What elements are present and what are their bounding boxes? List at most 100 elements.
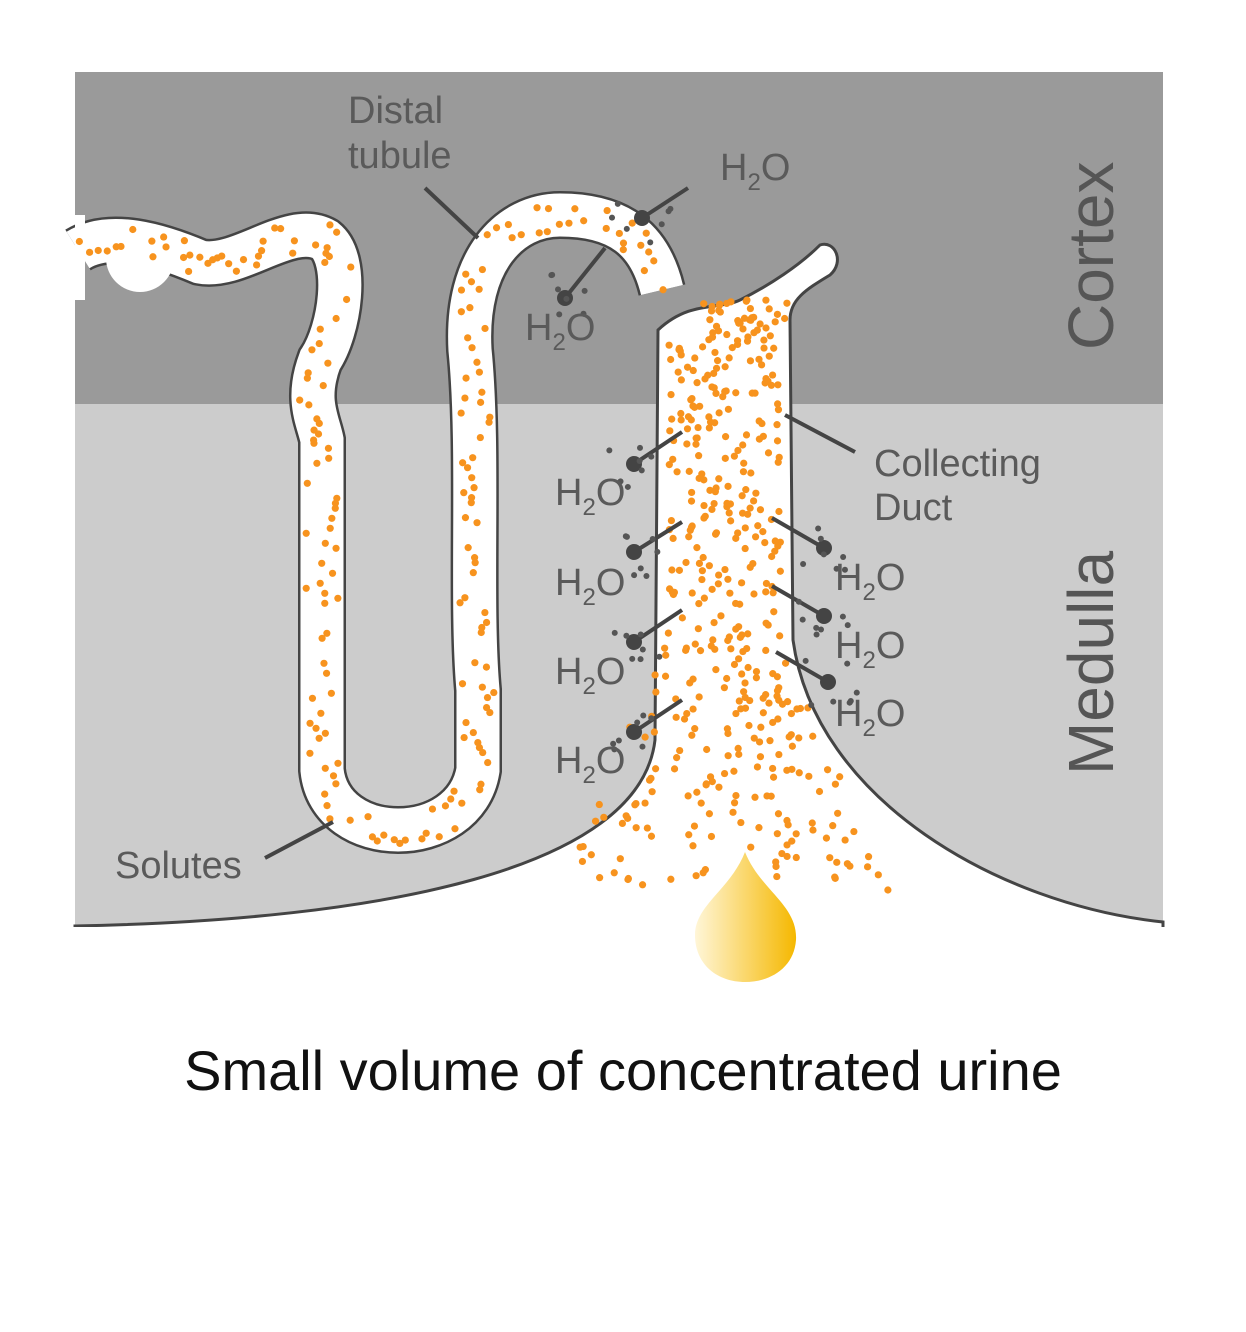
solute-dot [689, 366, 697, 375]
solute-dot [678, 614, 686, 622]
solute-dot [700, 476, 708, 484]
solute-dot [709, 636, 717, 644]
water-molecule-dot [853, 689, 860, 696]
solute-dot [703, 745, 711, 754]
water-molecule-dot [636, 444, 643, 451]
solute-dot [712, 529, 721, 537]
solute-dot [313, 459, 321, 467]
solute-dot [757, 361, 766, 369]
water-molecule-dot [563, 295, 570, 302]
solute-dot [254, 252, 263, 260]
solute-dot [632, 824, 640, 832]
solute-dot [773, 310, 782, 318]
solute-dot [738, 492, 746, 500]
solute-dot [745, 721, 753, 730]
solute-dot [730, 767, 738, 775]
solute-dot [708, 585, 716, 593]
solute-dot [324, 359, 332, 367]
solute-dot [826, 854, 834, 862]
solute-dot [186, 251, 194, 259]
water-molecule-dot [623, 533, 630, 540]
solute-dot [756, 506, 765, 514]
solute-dot [543, 228, 551, 236]
solute-dot [708, 302, 716, 311]
solute-dot [380, 831, 388, 839]
solute-dot [757, 723, 765, 731]
solute-dot [771, 537, 779, 545]
solute-dot [637, 241, 645, 249]
solute-dot [315, 419, 323, 427]
solute-dot [435, 833, 443, 841]
solutes-label: Solutes [115, 845, 242, 887]
solute-dot [332, 544, 340, 552]
solute-dot [457, 409, 465, 417]
water-molecule-dot [606, 447, 613, 454]
water-channel-end [816, 608, 832, 624]
water-molecule-dot [844, 622, 851, 629]
solute-dot [94, 246, 102, 255]
solute-dot [624, 814, 632, 822]
solute-dot [772, 862, 780, 871]
solute-dot [729, 808, 737, 816]
solute-dot [308, 694, 317, 702]
solute-dot [643, 824, 651, 832]
water-molecule-dot [817, 535, 824, 542]
solute-dot [765, 305, 773, 313]
solute-dot [364, 813, 372, 821]
solute-dot [774, 400, 782, 408]
solute-dot [693, 788, 701, 796]
distal-label-1: Distal [348, 90, 443, 132]
h2o-label: H2O [835, 625, 905, 674]
solute-dot [682, 558, 690, 567]
solute-dot [490, 688, 498, 697]
solute-dot [783, 766, 791, 774]
solute-dot [460, 733, 468, 742]
water-molecule-dot [795, 598, 802, 605]
solute-dot [303, 374, 311, 382]
solute-dot [457, 308, 465, 316]
solute-dot [692, 434, 700, 442]
solute-dot [734, 446, 742, 455]
solute-dot [596, 874, 604, 882]
solute-dot [458, 680, 467, 688]
solute-dot [721, 363, 729, 371]
solute-dot [836, 773, 844, 781]
solute-dot [712, 389, 720, 397]
solute-dot [668, 566, 676, 574]
solute-dot [774, 381, 782, 389]
solute-dot [732, 599, 740, 608]
solute-dot [179, 253, 188, 262]
solute-dot [324, 444, 333, 452]
distal-tubule-pointer [423, 186, 480, 240]
solute-dot [760, 344, 768, 352]
water-molecule-dot [581, 287, 588, 294]
solute-dot [323, 629, 331, 637]
solute-dot [325, 252, 333, 261]
water-molecule-dot [614, 200, 621, 207]
solute-dot [776, 567, 784, 575]
solute-dot [685, 467, 693, 475]
solute-dot [715, 306, 723, 315]
solute-dot [698, 470, 706, 478]
water-molecule-dot [820, 551, 827, 558]
solute-dot [677, 416, 685, 424]
solute-dot [476, 433, 484, 442]
caption: Small volume of concentrated urine [184, 1039, 1062, 1102]
solute-dot [691, 354, 699, 362]
solute-dot [642, 229, 650, 237]
solute-dot [730, 799, 739, 807]
solute-dot [784, 821, 792, 829]
solute-dot [665, 341, 673, 349]
solute-dot [706, 773, 715, 781]
solute-dot [788, 742, 796, 750]
solute-dot [492, 224, 501, 232]
water-molecule-dot [623, 632, 630, 639]
water-channel-end [626, 544, 642, 560]
solute-dot [705, 562, 713, 570]
solute-dot [723, 330, 731, 339]
solute-dot [687, 523, 696, 531]
solute-dot [290, 237, 298, 245]
water-molecule-dot [637, 565, 644, 572]
solute-dot [706, 316, 714, 324]
